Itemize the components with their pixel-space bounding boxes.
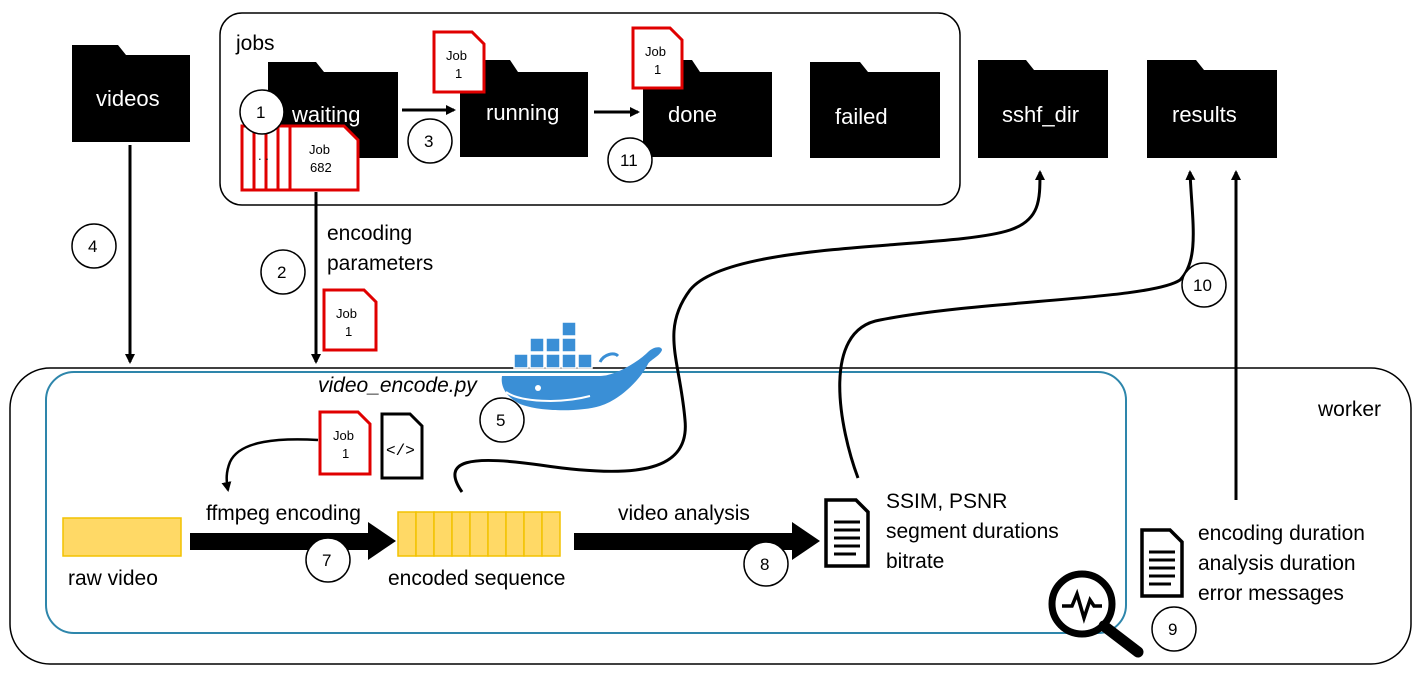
svg-text:3: 3 (424, 132, 433, 151)
logs-document-icon (1140, 528, 1184, 598)
svg-text:Job: Job (645, 44, 666, 59)
encoding-params-line2: parameters (327, 252, 433, 275)
svg-text:1: 1 (256, 103, 265, 122)
running-folder-icon: running (460, 60, 588, 157)
metrics-line3: bitrate (886, 550, 944, 573)
script-container (45, 371, 1127, 634)
encoded-sequence-label: encoded sequence (388, 567, 566, 590)
svg-text:sshf_dir: sshf_dir (1002, 102, 1079, 127)
code-file-icon: </> (380, 412, 424, 480)
ffmpeg-label: ffmpeg encoding (206, 502, 361, 525)
logs-line1: encoding duration (1198, 522, 1365, 545)
step-5-badge: 5 (479, 397, 525, 443)
encoded-segments (397, 511, 561, 557)
svg-text:1: 1 (342, 446, 349, 461)
videos-folder-icon: videos (72, 45, 190, 142)
step-4-badge: 4 (71, 223, 117, 269)
step-1-badge: 1 (239, 89, 285, 135)
svg-text:waiting: waiting (291, 102, 360, 127)
svg-text:videos: videos (96, 86, 160, 111)
stack-fragment: . . (258, 148, 269, 163)
worker-container (9, 367, 1412, 665)
svg-text:10: 10 (1193, 276, 1212, 295)
curve-metrics-to-results (838, 170, 1196, 479)
logs-line2: analysis duration (1198, 552, 1356, 575)
svg-text:failed: failed (835, 104, 888, 129)
done-job-card: Job 1 (631, 26, 684, 90)
raw-video-label: raw video (68, 567, 158, 590)
svg-text:11: 11 (620, 151, 638, 170)
svg-text:Job: Job (333, 428, 354, 443)
metrics-line2: segment durations (886, 520, 1059, 543)
results-folder-icon: results (1147, 60, 1277, 158)
job-card-stack: . . Job 682 (240, 124, 360, 192)
script-name-label: video_encode.py (318, 374, 478, 397)
svg-text:2: 2 (277, 263, 286, 282)
svg-text:1: 1 (654, 62, 661, 77)
worker-job-card: Job 1 (318, 410, 372, 476)
analysis-arrow (574, 522, 820, 560)
svg-text:4: 4 (88, 237, 97, 256)
svg-text:Job: Job (336, 306, 357, 321)
logs-line3: error messages (1198, 582, 1344, 605)
running-job-card: Job 1 (432, 30, 486, 94)
sshf-dir-folder-icon: sshf_dir (978, 60, 1108, 158)
step-8-badge: 8 (743, 541, 789, 587)
waiting-card-title: Job (309, 142, 330, 157)
jobs-label: jobs (235, 32, 275, 55)
svg-text:Job: Job (446, 48, 467, 63)
monitoring-magnifier-icon (1048, 570, 1144, 658)
svg-text:done: done (668, 102, 717, 127)
svg-text:1: 1 (455, 66, 462, 81)
raw-video-block (62, 517, 182, 557)
docker-whale-icon (501, 321, 662, 411)
jobs-container: jobs (219, 12, 961, 206)
step-11-badge: 11 (607, 137, 653, 183)
svg-text:7: 7 (322, 551, 331, 570)
svg-text:1: 1 (345, 324, 352, 339)
svg-text:5: 5 (496, 411, 505, 430)
worker-label: worker (1317, 398, 1381, 421)
transfer-job-card: Job 1 (322, 288, 378, 352)
failed-folder-icon: failed (810, 62, 940, 158)
encoding-params-line1: encoding (327, 222, 412, 245)
svg-text:running: running (486, 100, 559, 125)
step-10-badge: 10 (1181, 262, 1227, 308)
curve-card-to-raw-video (221, 438, 319, 492)
svg-text:9: 9 (1168, 620, 1177, 639)
svg-text:results: results (1172, 102, 1237, 127)
video-analysis-label: video analysis (618, 502, 750, 525)
svg-text:</>: </> (386, 442, 415, 460)
metrics-document-icon (824, 498, 870, 568)
curve-encoded-to-sshf (453, 170, 1045, 493)
step-9-badge: 9 (1151, 606, 1197, 652)
step-7-badge: 7 (305, 537, 351, 583)
step-2-badge: 2 (260, 249, 306, 295)
encoding-arrow (190, 522, 396, 560)
waiting-card-number: 682 (310, 160, 332, 175)
svg-text:8: 8 (760, 555, 769, 574)
metrics-line1: SSIM, PSNR (886, 490, 1007, 513)
step-3-badge: 3 (407, 118, 453, 164)
